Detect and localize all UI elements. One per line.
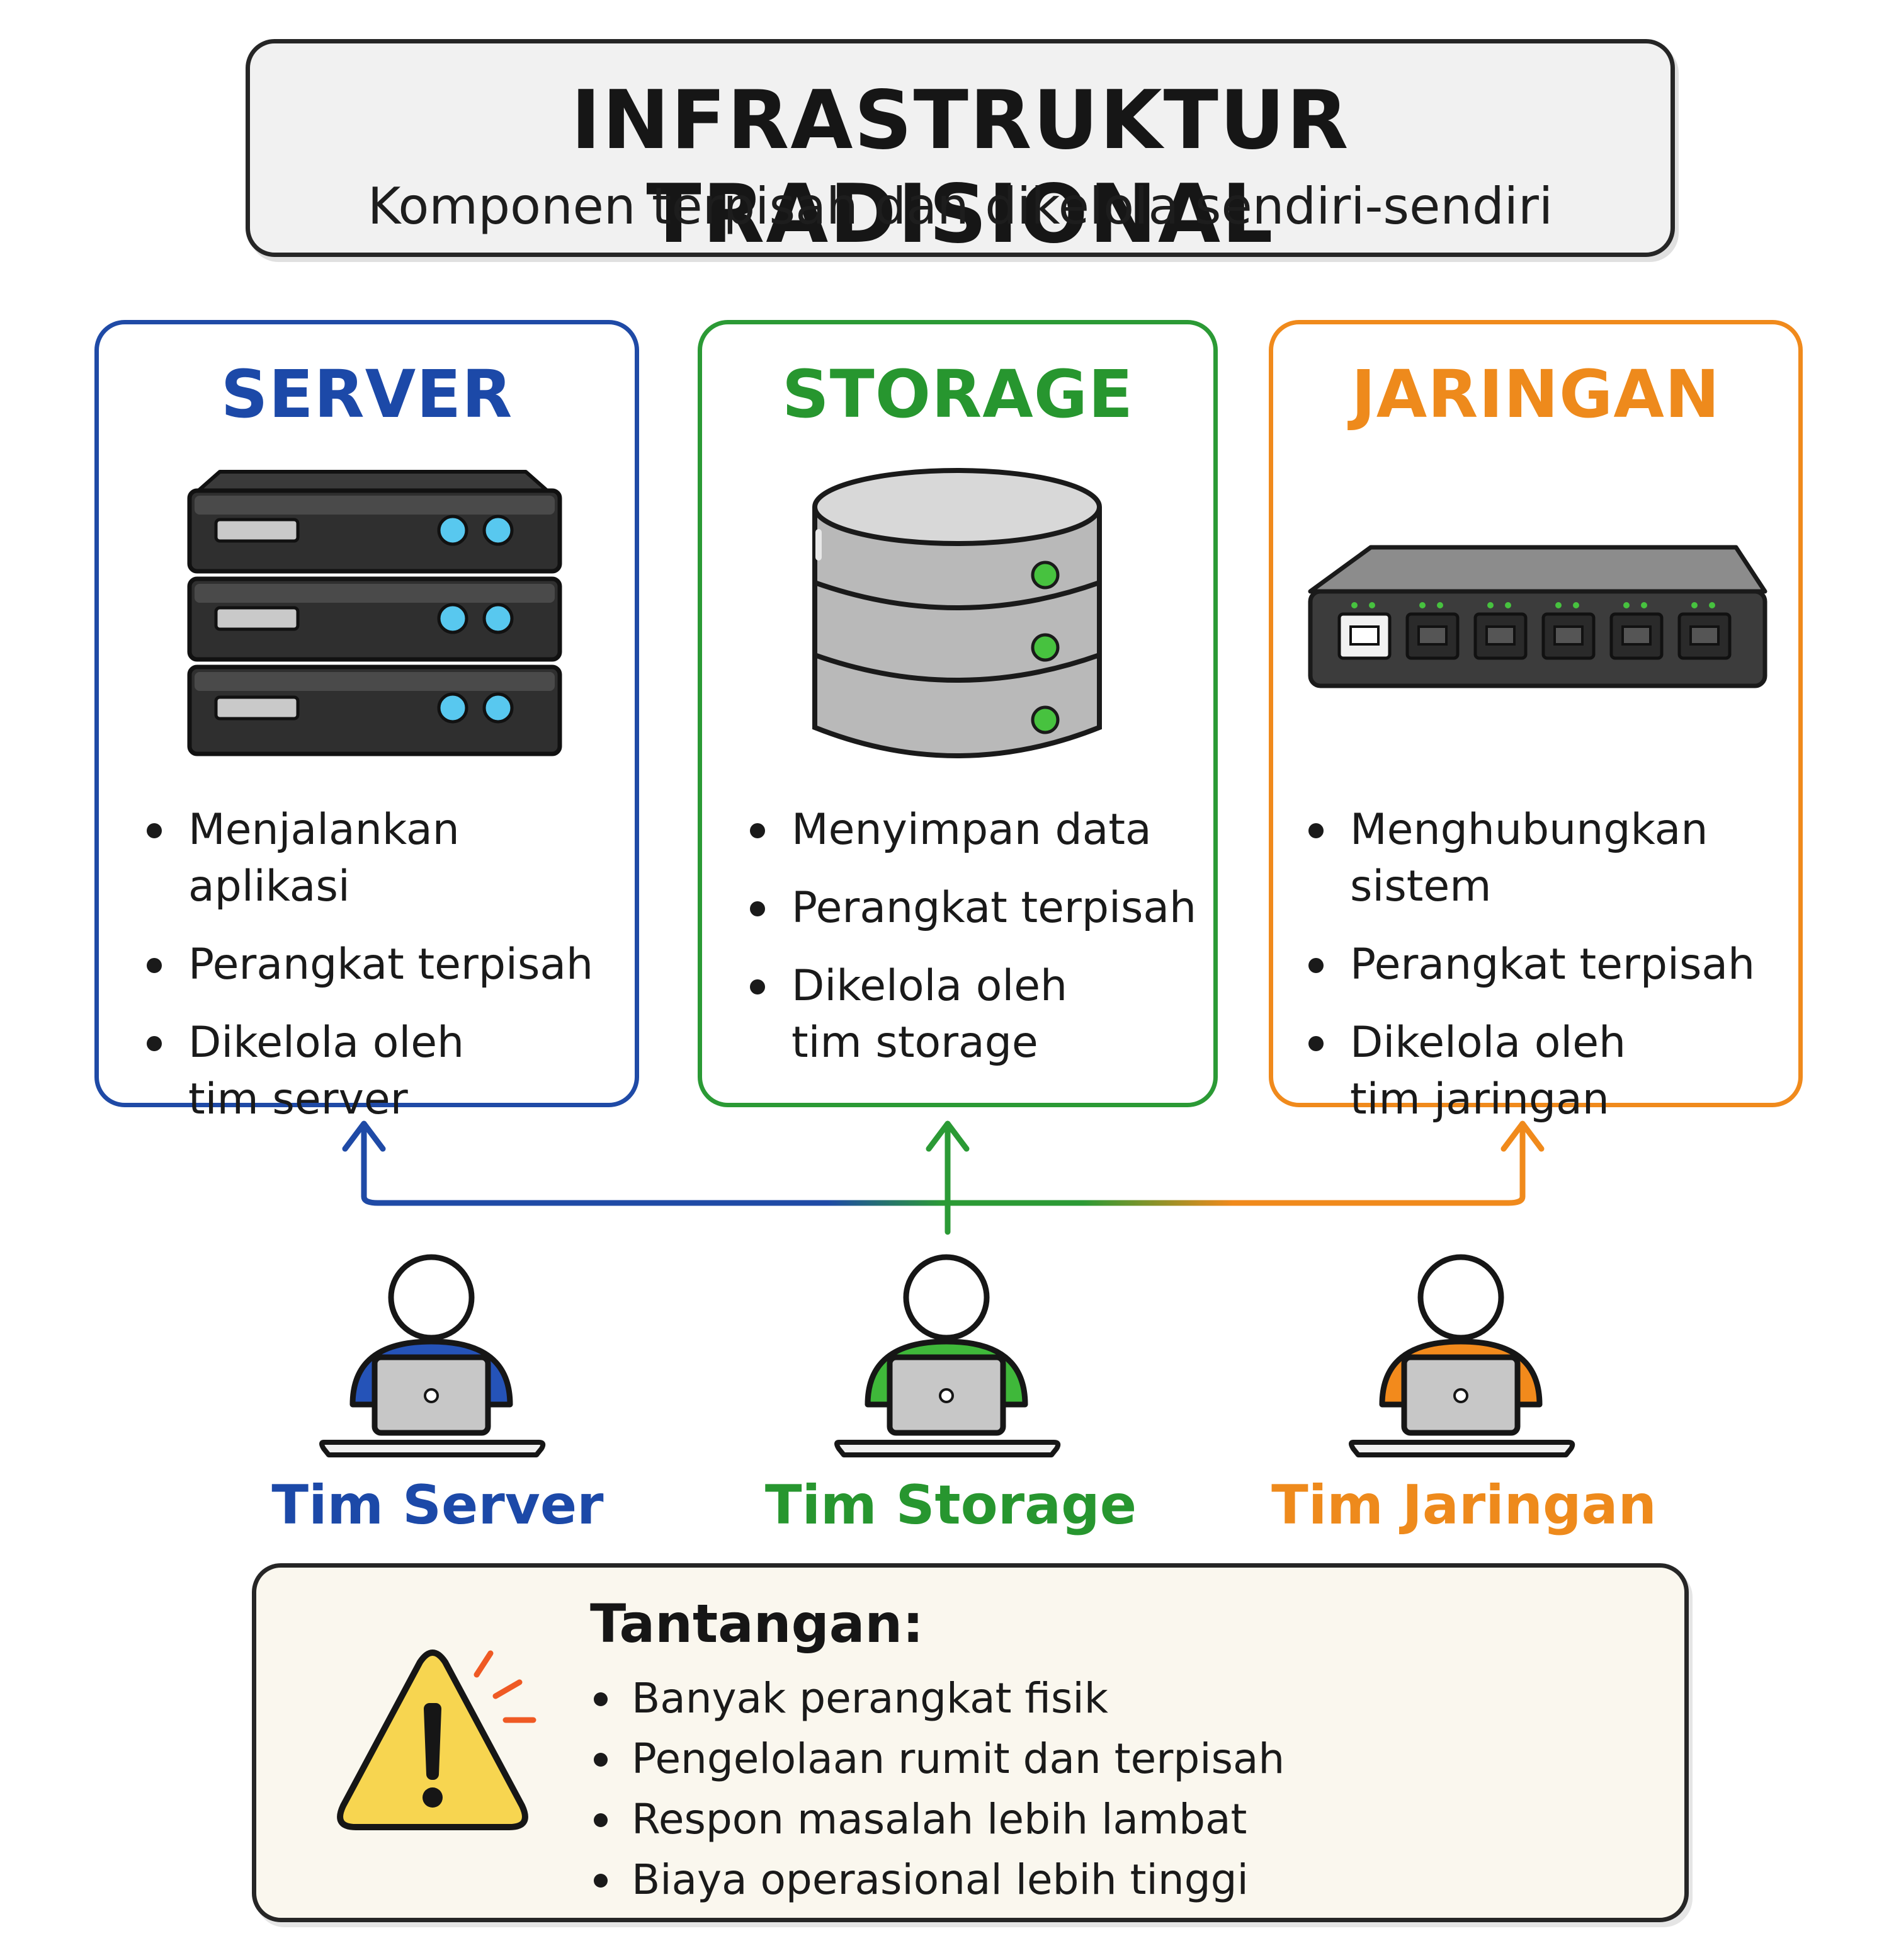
- list-item: Banyak perangkat fisik: [590, 1668, 1285, 1729]
- list-item: Perangkat terpisah: [746, 880, 1200, 937]
- list-item: Perangkat terpisah: [1305, 937, 1802, 993]
- network-bullets: Menghubungkan sistem Perangkat terpisah …: [1305, 802, 1802, 1149]
- storage-panel-title: STORAGE: [781, 356, 1134, 433]
- server-panel-title: SERVER: [220, 356, 513, 433]
- team-network-person-laptop-icon: [1349, 1254, 1575, 1457]
- network-panel: JARINGAN: [1269, 320, 1803, 1124]
- page-title: INFRASTRUKTUR TRADISIONAL: [570, 74, 1350, 261]
- server-rack-icon: [187, 470, 562, 756]
- challenge-box: Tantangan: Banyak perangkat fisik Pengel…: [252, 1563, 1689, 1922]
- database-icon: [812, 468, 1102, 758]
- title-box: INFRASTRUKTUR TRADISIONAL Komponen terpi…: [246, 39, 1675, 261]
- server-panel: SERVER Menjalankan aplikasi Peran: [94, 320, 639, 1124]
- storage-bullets: Menyimpan data Perangkat terpisah Dikelo…: [746, 802, 1200, 1093]
- list-item: Respon masalah lebih lambat: [590, 1789, 1285, 1850]
- network-switch-icon: [1308, 545, 1767, 688]
- team-storage-person-laptop-icon: [834, 1254, 1061, 1457]
- challenge-title: Tantangan:: [590, 1593, 924, 1655]
- team-server-person-laptop-icon: [319, 1254, 546, 1457]
- challenge-list: Banyak perangkat fisik Pengelolaan rumit…: [590, 1668, 1285, 1910]
- server-bullets: Menjalankan aplikasi Perangkat terpisah …: [143, 802, 621, 1149]
- list-item: Biaya operasional lebih tinggi: [590, 1850, 1285, 1910]
- list-item: Menyimpan data: [746, 802, 1200, 858]
- list-item: Dikelola oleh tim storage: [746, 958, 1144, 1071]
- list-item: Pengelolaan rumit dan terpisah: [590, 1729, 1285, 1789]
- team-connector-arrows: [342, 1120, 1545, 1235]
- warning-icon: [337, 1649, 536, 1830]
- storage-panel: STORAGE Menyimpan data Perangkat terpisa…: [698, 320, 1218, 1107]
- page-subtitle: Komponen terpisah dan dikelola sendiri-s…: [367, 177, 1553, 236]
- list-item: Menjalankan aplikasi: [143, 802, 621, 915]
- team-network-label: Tim Jaringan: [1271, 1474, 1657, 1537]
- team-storage-label: Tim Storage: [764, 1474, 1137, 1537]
- network-panel-title: JARINGAN: [1351, 356, 1720, 433]
- list-item: Menghubungkan sistem: [1305, 802, 1802, 915]
- list-item: Dikelola oleh tim server: [143, 1015, 541, 1128]
- list-item: Perangkat terpisah: [143, 937, 621, 993]
- list-item: Dikelola oleh tim jaringan: [1305, 1015, 1703, 1128]
- team-server-label: Tim Server: [271, 1474, 604, 1537]
